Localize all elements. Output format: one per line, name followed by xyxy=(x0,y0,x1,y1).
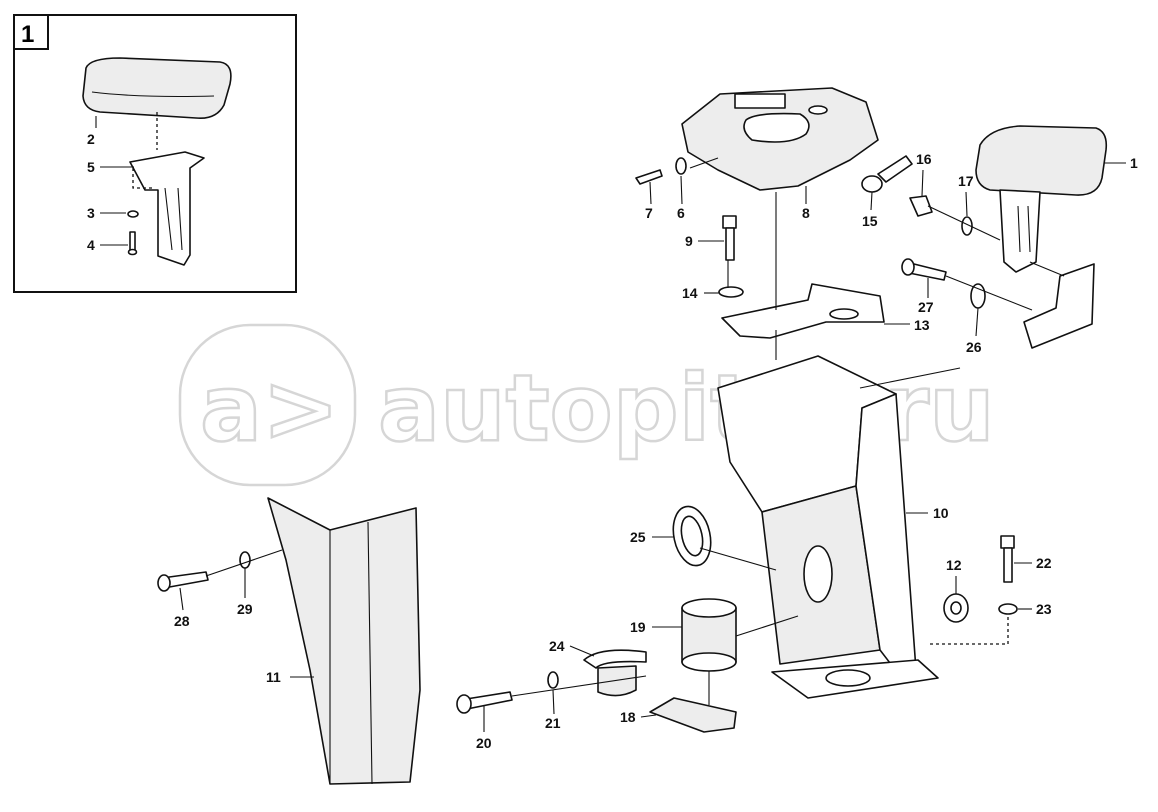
callout-15: 15 xyxy=(862,213,878,229)
callout-16: 16 xyxy=(916,151,932,167)
inset-screw xyxy=(129,231,136,251)
inset-number-box xyxy=(13,14,49,50)
mounting-plate xyxy=(721,283,885,339)
callout-28: 28 xyxy=(174,613,190,629)
callout-13: 13 xyxy=(914,317,930,333)
callout-24: 24 xyxy=(549,638,565,654)
callout-17: 17 xyxy=(958,173,974,189)
inset-detail-1: 1 2 5 3 4 xyxy=(13,14,297,293)
console-top-cover xyxy=(681,87,879,191)
console-pedestal xyxy=(717,355,939,699)
inset-number: 1 xyxy=(21,21,34,48)
callout-14: 14 xyxy=(682,285,698,301)
callout-21: 21 xyxy=(545,715,561,731)
watermark-site-text: autopiter.ru xyxy=(378,355,995,462)
inset-callout-5: 5 xyxy=(87,159,95,175)
callout-26: 26 xyxy=(966,339,982,355)
armrest-cushion xyxy=(975,125,1108,273)
grommet xyxy=(672,505,712,567)
callout-8: 8 xyxy=(802,205,810,221)
callout-18: 18 xyxy=(620,709,636,725)
assembly-lines xyxy=(205,157,1065,705)
callout-19: 19 xyxy=(630,619,646,635)
callout-12: 12 xyxy=(946,557,962,573)
callout-11: 11 xyxy=(266,669,281,685)
inset-washer xyxy=(127,210,139,218)
callout-6: 6 xyxy=(677,205,685,221)
inset-frame xyxy=(13,14,297,293)
spacer-plate xyxy=(649,697,737,733)
watermark-logo-badge xyxy=(178,323,357,487)
callout-20: 20 xyxy=(476,735,492,751)
callout-23: 23 xyxy=(1036,601,1052,617)
inset-armrest-cushion xyxy=(82,57,232,120)
callout-9: 9 xyxy=(685,233,693,249)
inset-callout-3: 3 xyxy=(87,205,95,221)
inset-callout-4: 4 xyxy=(87,237,95,253)
watermark-logo-text: a> xyxy=(200,355,339,462)
callout-1: 1 xyxy=(1130,155,1138,171)
callout-29: 29 xyxy=(237,601,253,617)
clamp xyxy=(583,649,647,697)
callout-7: 7 xyxy=(645,205,653,221)
callout-10: 10 xyxy=(933,505,949,521)
callouts: 1 6 7 8 9 10 11 12 13 14 15 16 17 18 19 … xyxy=(174,151,1138,751)
armrest-bracket xyxy=(1023,263,1095,349)
bushing xyxy=(681,598,737,672)
side-panel xyxy=(267,497,421,785)
inset-callout-2: 2 xyxy=(87,131,95,147)
callout-25: 25 xyxy=(630,529,646,545)
callout-27: 27 xyxy=(918,299,934,315)
hardware xyxy=(157,155,1018,714)
callout-22: 22 xyxy=(1036,555,1052,571)
